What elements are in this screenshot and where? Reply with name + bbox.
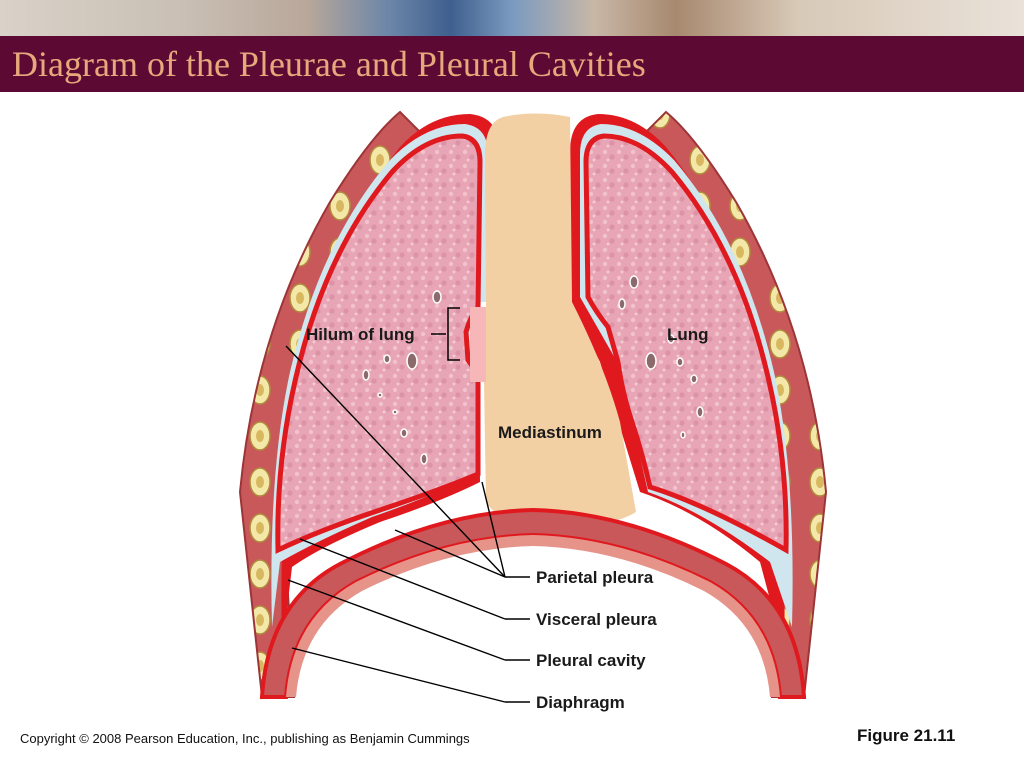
slide-title: Diagram of the Pleurae and Pleural Cavit…	[12, 44, 646, 84]
label-pleural-cavity: Pleural cavity	[536, 651, 646, 670]
diaphragm	[259, 507, 807, 699]
label-parietal-pleura: Parietal pleura	[536, 568, 654, 587]
label-diaphragm: Diaphragm	[536, 693, 625, 712]
pleurae-diagram: Hilum of lung Lung Mediastinum Parietal …	[238, 110, 828, 712]
label-mediastinum: Mediastinum	[498, 423, 602, 442]
title-bar	[0, 36, 1024, 92]
label-hilum-of-lung: Hilum of lung	[306, 325, 415, 344]
mediastinum	[470, 113, 636, 528]
lung-vessels	[362, 275, 704, 465]
figure-number: Figure 21.11	[857, 726, 956, 745]
leader-lines	[285, 345, 530, 703]
copyright-notice: Copyright © 2008 Pearson Education, Inc.…	[20, 731, 470, 746]
left-lung	[275, 133, 483, 554]
right-lung	[583, 133, 789, 555]
hilum-bracket	[431, 307, 460, 361]
label-lung: Lung	[667, 325, 709, 344]
label-visceral-pleura: Visceral pleura	[536, 610, 657, 629]
decorative-header-image	[0, 0, 1024, 36]
